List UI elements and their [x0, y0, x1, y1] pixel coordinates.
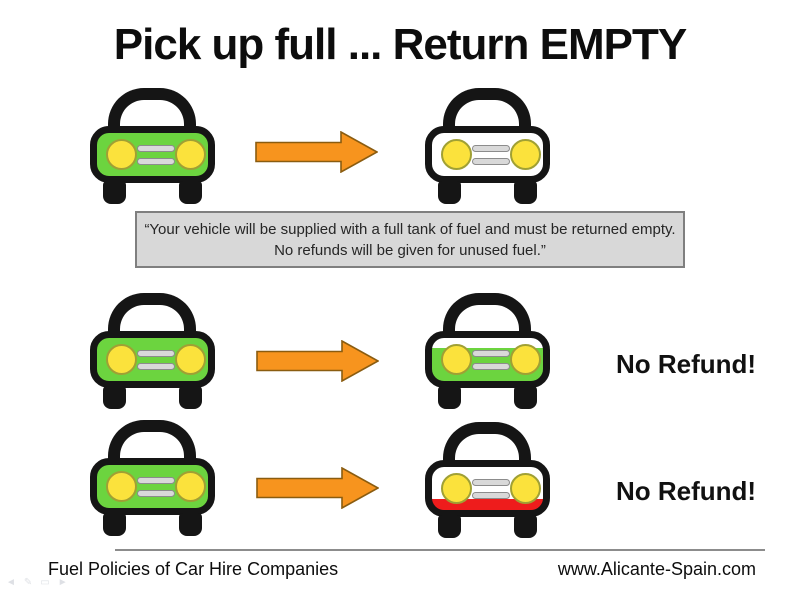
- car-body-full: [90, 331, 215, 388]
- headlight-icon: [175, 139, 206, 170]
- fuel-policy-quote-box: “Your vehicle will be supplied with a fu…: [135, 211, 685, 268]
- car-empty-tank-icon: [425, 88, 550, 204]
- headlight-icon: [441, 344, 472, 375]
- headlight-icon: [441, 473, 472, 504]
- presenter-toolbar: ◄ ✎ ▭ ►: [6, 577, 68, 589]
- footer-divider: [115, 549, 765, 551]
- grille-icon: [137, 144, 175, 165]
- grille-icon: [137, 349, 175, 370]
- grille-icon: [137, 476, 175, 497]
- wheel-icon: [179, 386, 202, 409]
- arrow-right-icon: [255, 131, 378, 173]
- headlight-icon: [441, 139, 472, 170]
- car-full-tank-icon: [90, 420, 215, 536]
- car-body-empty: [425, 126, 550, 183]
- headlight-icon: [510, 344, 541, 375]
- wheel-icon: [514, 386, 537, 409]
- wheel-icon: [514, 181, 537, 204]
- car-reserve-tank-icon: [425, 422, 550, 538]
- footer-website: www.Alicante-Spain.com: [557, 559, 756, 579]
- arrow-right-icon: [256, 340, 379, 382]
- headlight-icon: [106, 139, 137, 170]
- headlight-icon: [175, 344, 206, 375]
- pen-icon[interactable]: ✎: [23, 577, 33, 588]
- grille-icon: [472, 144, 510, 165]
- grille-icon: [472, 349, 510, 370]
- car-body-full: [90, 126, 215, 183]
- headlight-icon: [510, 139, 541, 170]
- no-refund-label: No Refund!: [616, 349, 757, 379]
- car-body-full: [90, 458, 215, 515]
- no-refund-label: No Refund!: [616, 476, 757, 506]
- previous-slide-icon[interactable]: ◄: [6, 577, 16, 588]
- wheel-icon: [103, 513, 126, 536]
- car-body-reserve: [425, 460, 550, 517]
- car-three-quarter-tank-icon: [425, 293, 550, 409]
- grille-icon: [472, 478, 510, 499]
- headlight-icon: [106, 471, 137, 502]
- quote-line-2: No refunds will be given for unused fuel…: [274, 241, 546, 259]
- arrow-right-icon: [256, 467, 379, 509]
- next-slide-icon[interactable]: ►: [57, 577, 68, 588]
- headlight-icon: [175, 471, 206, 502]
- car-full-tank-icon: [90, 88, 215, 204]
- headlight-icon: [106, 344, 137, 375]
- page-title: Pick up full ... Return EMPTY: [113, 20, 687, 69]
- wheel-icon: [438, 181, 461, 204]
- slide-menu-icon[interactable]: ▭: [40, 577, 50, 588]
- footer-title: Fuel Policies of Car Hire Companies: [48, 559, 339, 579]
- wheel-icon: [179, 181, 202, 204]
- wheel-icon: [103, 386, 126, 409]
- quote-line-1: “Your vehicle will be supplied with a fu…: [144, 220, 676, 238]
- car-body-three-quarter: [425, 331, 550, 388]
- headlight-icon: [510, 473, 541, 504]
- wheel-icon: [103, 181, 126, 204]
- car-roof: [108, 420, 196, 466]
- wheel-icon: [514, 515, 537, 538]
- car-full-tank-icon: [90, 293, 215, 409]
- wheel-icon: [438, 515, 461, 538]
- wheel-icon: [179, 513, 202, 536]
- wheel-icon: [438, 386, 461, 409]
